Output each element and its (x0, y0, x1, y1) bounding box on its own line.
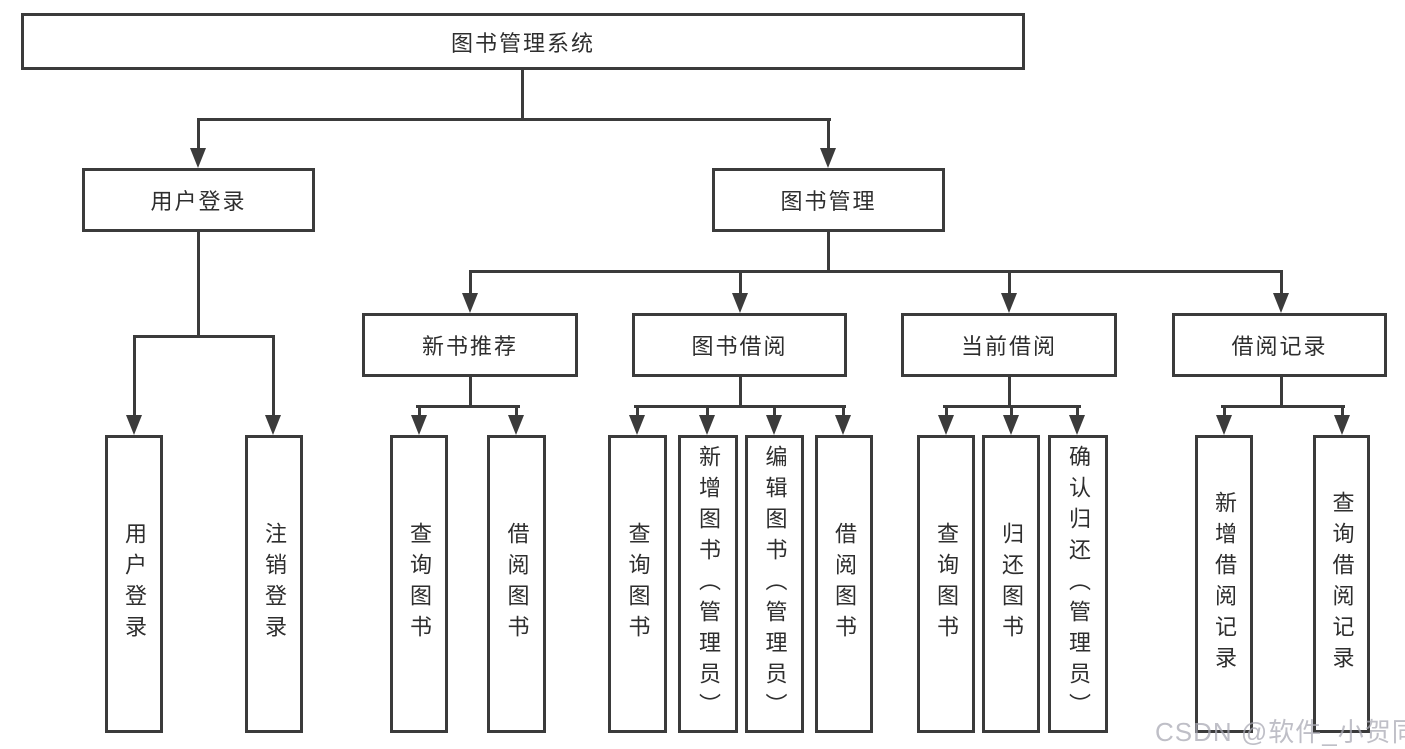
connector-line (197, 232, 200, 338)
node-user-login: 用户登录 (82, 168, 315, 232)
connector-line (515, 405, 518, 417)
leaf-confirm-return-admin: 确认归还（管理员） (1048, 435, 1108, 733)
arrowhead-down-icon (629, 415, 645, 435)
connector-line (773, 405, 776, 417)
connector-line (739, 270, 742, 295)
leaf-label: 查询图书 (407, 522, 432, 646)
leaf-label: 新增图书（管理员） (696, 444, 721, 724)
arrowhead-down-icon (265, 415, 281, 435)
node-new-book-recommend: 新书推荐 (362, 313, 578, 377)
leaf-borrow-book: 借阅图书 (815, 435, 873, 733)
leaf-query-book-recommend: 查询图书 (390, 435, 448, 733)
leaf-label: 查询图书 (625, 522, 651, 646)
connector-line (945, 405, 948, 417)
csdn-watermark: CSDN @软件_小贺同学 (1155, 717, 1405, 747)
arrowhead-down-icon (462, 293, 478, 313)
leaf-label: 借阅图书 (504, 522, 530, 646)
arrowhead-down-icon (411, 415, 427, 435)
connector-line (469, 270, 472, 295)
leaf-query-borrow-record: 查询借阅记录 (1313, 435, 1370, 733)
arrowhead-down-icon (732, 293, 748, 313)
connector-line (197, 118, 831, 121)
arrowhead-down-icon (1334, 415, 1350, 435)
arrowhead-down-icon (1216, 415, 1232, 435)
node-label: 图书借阅 (691, 334, 788, 359)
leaf-edit-book-admin: 编辑图书（管理员） (745, 435, 804, 733)
connector-line (272, 335, 275, 417)
leaf-logout: 注销登录 (245, 435, 303, 733)
arrowhead-down-icon (938, 415, 954, 435)
connector-line (469, 270, 1283, 273)
node-label: 用户登录 (150, 189, 247, 214)
leaf-label: 借阅图书 (832, 522, 857, 646)
node-root-label: 图书管理系统 (450, 30, 595, 56)
arrowhead-down-icon (820, 148, 836, 168)
arrowhead-down-icon (766, 415, 782, 435)
leaf-return-book: 归还图书 (982, 435, 1040, 733)
leaf-label: 确认归还（管理员） (1066, 444, 1091, 724)
leaf-label: 新增借阅记录 (1212, 491, 1237, 677)
connector-line (469, 377, 472, 407)
connector-line (706, 405, 709, 417)
connector-line (1076, 405, 1079, 417)
connector-line (1008, 377, 1011, 407)
leaf-borrow-book-recommend: 借阅图书 (487, 435, 546, 733)
leaf-add-borrow-record: 新增借阅记录 (1195, 435, 1253, 733)
connector-line (1010, 405, 1013, 417)
connector-line (418, 405, 421, 417)
connector-line (827, 232, 830, 272)
leaf-label: 编辑图书（管理员） (762, 444, 788, 724)
connector-line (827, 118, 830, 150)
connector-line (739, 377, 742, 407)
leaf-query-book-borrow: 查询图书 (608, 435, 667, 733)
connector-line (1223, 405, 1226, 417)
connector-line (842, 405, 845, 417)
arrowhead-down-icon (835, 415, 851, 435)
connector-line (634, 405, 846, 408)
arrowhead-down-icon (1069, 415, 1085, 435)
node-label: 新书推荐 (421, 334, 518, 359)
node-label: 借阅记录 (1231, 334, 1328, 359)
leaf-label: 查询图书 (934, 522, 959, 646)
leaf-label: 归还图书 (999, 522, 1024, 646)
connector-line (416, 405, 520, 408)
leaf-add-book-admin: 新增图书（管理员） (678, 435, 738, 733)
leaf-query-book-current: 查询图书 (917, 435, 975, 733)
connector-line (636, 405, 639, 417)
connector-line (133, 335, 136, 417)
connector-line (521, 70, 524, 120)
connector-line (133, 335, 275, 338)
arrowhead-down-icon (699, 415, 715, 435)
connector-line (1008, 270, 1011, 295)
node-book-borrow: 图书借阅 (632, 313, 847, 377)
arrowhead-down-icon (1273, 293, 1289, 313)
connector-line (197, 118, 200, 150)
node-label: 图书管理 (780, 189, 877, 214)
node-current-borrow: 当前借阅 (901, 313, 1117, 377)
arrowhead-down-icon (1001, 293, 1017, 313)
leaf-user-login: 用户登录 (105, 435, 163, 733)
arrowhead-down-icon (508, 415, 524, 435)
arrowhead-down-icon (126, 415, 142, 435)
connector-line (1280, 377, 1283, 407)
leaf-label: 注销登录 (262, 522, 287, 646)
arrowhead-down-icon (1003, 415, 1019, 435)
node-label: 当前借阅 (960, 334, 1057, 359)
node-book-management: 图书管理 (712, 168, 945, 232)
arrowhead-down-icon (190, 148, 206, 168)
node-root: 图书管理系统 (21, 13, 1025, 70)
leaf-label: 用户登录 (122, 522, 147, 646)
connector-line (1341, 405, 1344, 417)
connector-line (1221, 405, 1345, 408)
node-borrow-records: 借阅记录 (1172, 313, 1387, 377)
connector-line (1280, 270, 1283, 295)
leaf-label: 查询借阅记录 (1329, 491, 1355, 677)
